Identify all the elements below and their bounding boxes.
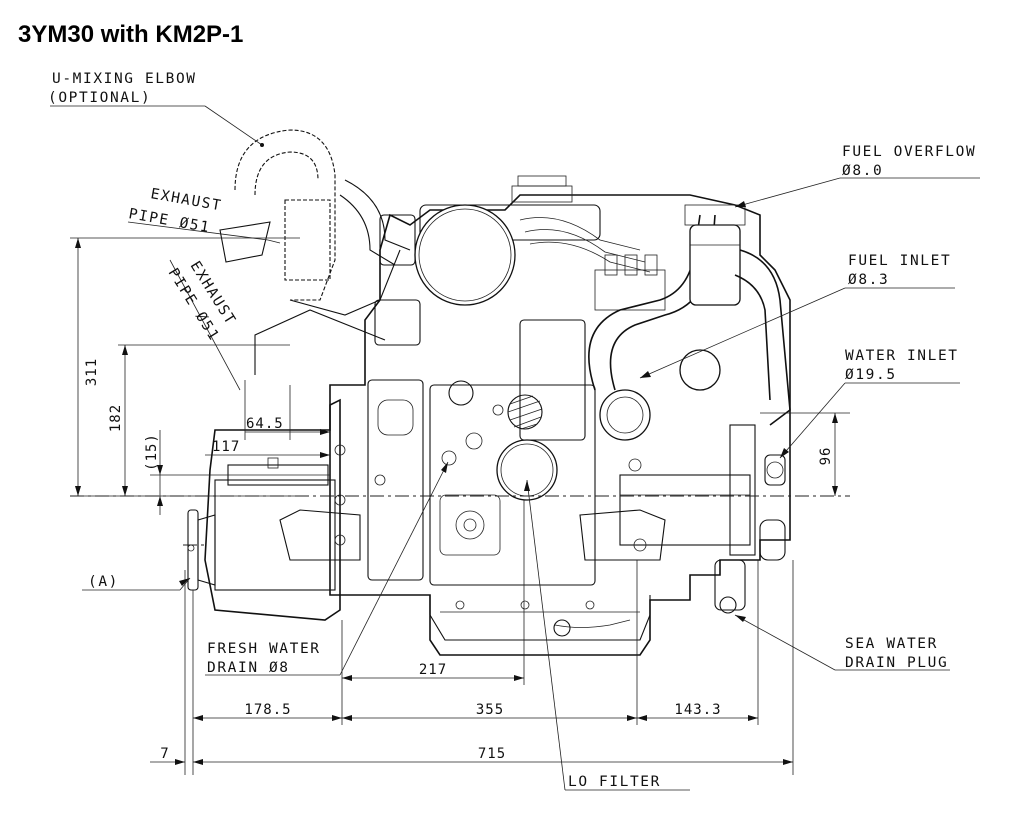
leader-lines xyxy=(50,105,980,791)
label-fuel-inlet: FUEL INLET xyxy=(848,253,951,269)
dim-355: 355 xyxy=(476,702,504,718)
engine-outline xyxy=(187,175,791,656)
label-u-mixing-elbow-optional: (OPTIONAL) xyxy=(48,90,151,106)
dim-64-5: 64.5 xyxy=(246,416,284,432)
dim-143-3: 143.3 xyxy=(674,702,721,718)
dimension-values: 311 182 (15) 64.5 117 96 217 178.5 355 1… xyxy=(84,358,834,762)
dim-7: 7 xyxy=(160,746,169,762)
label-fresh-water-drain-dia: DRAIN Ø8 xyxy=(207,660,290,676)
label-water-inlet-dia: Ø19.5 xyxy=(845,367,897,383)
dim-311: 311 xyxy=(84,358,100,386)
label-sea-water-drain-plug: DRAIN PLUG xyxy=(845,655,948,671)
center-lines xyxy=(70,495,850,546)
label-fresh-water-drain: FRESH WATER xyxy=(207,641,321,657)
label-u-mixing-elbow: U-MIXING ELBOW xyxy=(52,71,197,87)
dimension-lines xyxy=(70,237,850,775)
dim-217: 217 xyxy=(419,662,447,678)
label-fuel-overflow-dia: Ø8.0 xyxy=(842,163,883,179)
label-exhaust-pipe-a-dia: PIPE Ø51 xyxy=(127,206,211,236)
drawing-title: 3YM30 with KM2P-1 xyxy=(18,21,243,48)
label-fuel-inlet-dia: Ø8.3 xyxy=(848,272,889,288)
label-lo-filter: LO FILTER xyxy=(568,774,661,790)
dim-182: 182 xyxy=(108,404,124,432)
dim-117: 117 xyxy=(212,439,240,455)
dim-15: (15) xyxy=(144,433,160,471)
dim-96: 96 xyxy=(818,447,834,466)
label-water-inlet: WATER INLET xyxy=(845,348,959,364)
label-fuel-overflow: FUEL OVERFLOW xyxy=(842,144,976,160)
dim-715: 715 xyxy=(478,746,506,762)
dim-178-5: 178.5 xyxy=(244,702,291,718)
label-ref-a: (A) xyxy=(88,574,119,590)
mixing-elbow-outline xyxy=(219,129,421,375)
label-exhaust-pipe-a: EXHAUST xyxy=(149,186,223,214)
label-sea-water-drain: SEA WATER xyxy=(845,636,938,652)
